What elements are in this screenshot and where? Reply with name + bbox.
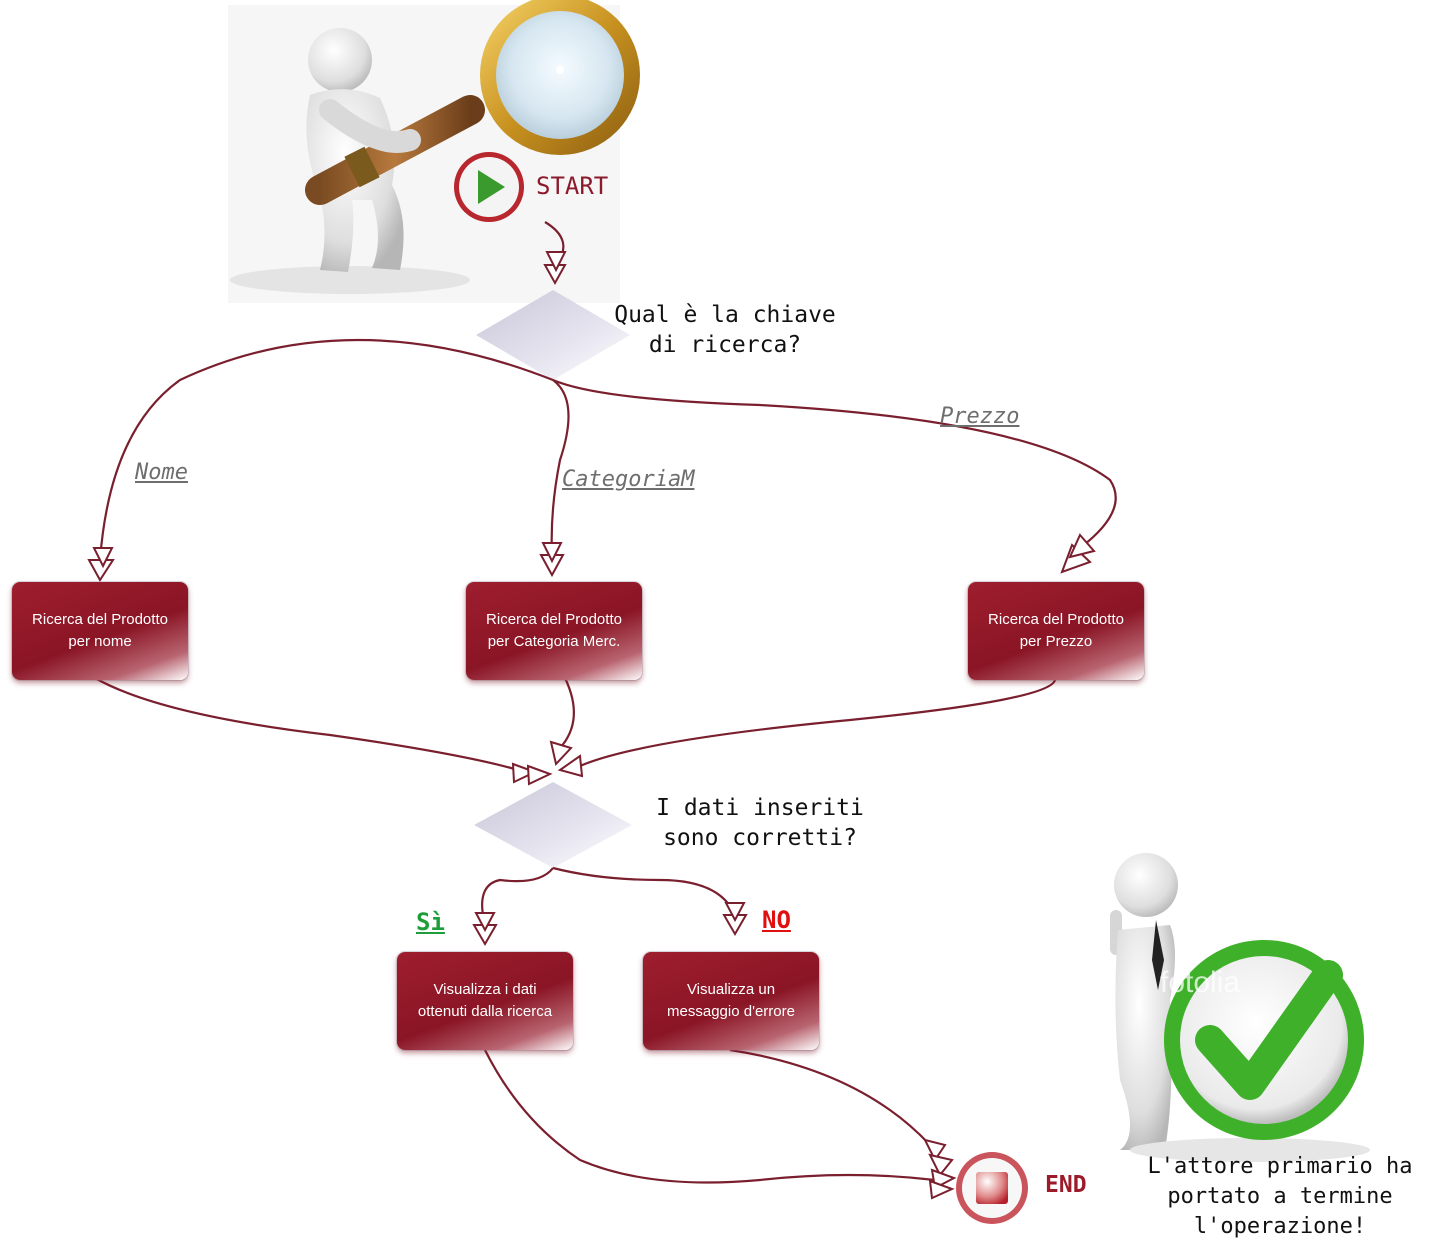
- decision-1-question: Qual è la chiave di ricerca?: [600, 300, 850, 360]
- guard-prezzo: Prezzo: [940, 404, 1020, 429]
- start-node: [454, 152, 524, 222]
- magnifier-figure-illustration: [228, 0, 640, 303]
- decision-1-question-line-2: di ricerca?: [648, 332, 802, 358]
- play-icon: [478, 170, 505, 204]
- flow-categoria-to-merge: [559, 677, 575, 749]
- flow-to-categoria: [550, 379, 570, 556]
- flow-prezzo-to-merge: [579, 679, 1057, 768]
- flow-to-prezzo: [552, 378, 1117, 549]
- guard-nome: Nome: [135, 460, 188, 485]
- answer-no: NO: [762, 906, 791, 934]
- flow-yes-to-end: [484, 1049, 936, 1184]
- start-label: START: [536, 172, 609, 200]
- action-show-results[interactable]: Visualizza i dati ottenuti dalla ricerca: [397, 952, 573, 1050]
- action-search-by-price[interactable]: Ricerca del Prodotto per Prezzo: [968, 582, 1144, 680]
- flow-to-no: [552, 866, 737, 916]
- checkmark-figure-illustration: [1110, 853, 1370, 1162]
- action-show-error[interactable]: Visualizza un messaggio d'errore: [643, 952, 819, 1050]
- flow-connectors: [94, 221, 1117, 1184]
- end-label: END: [1045, 1172, 1087, 1198]
- flow-no-to-end: [729, 1048, 931, 1146]
- guard-categoria: CategoriaM: [562, 467, 695, 492]
- decision-diamond-1: [476, 290, 630, 380]
- decision-2-question-line-2: sono corretti?: [663, 825, 857, 851]
- flow-to-yes: [481, 867, 554, 926]
- decision-2-question: I dati inseriti sono corretti?: [635, 793, 885, 853]
- caption-line-3: l'operazione!: [1193, 1214, 1367, 1239]
- stop-icon: [976, 1172, 1008, 1204]
- action-search-by-category[interactable]: Ricerca del Prodotto per Categoria Merc.: [466, 582, 642, 680]
- arrowheads: [87, 251, 1096, 1200]
- fotolia-watermark: fotolia: [1160, 966, 1241, 999]
- flow-to-nome: [98, 338, 554, 561]
- action-search-by-name[interactable]: Ricerca del Prodotto per nome: [12, 582, 188, 680]
- decision-diamond-2: [474, 782, 632, 868]
- flow-nome-to-merge: [94, 677, 526, 774]
- completion-caption: L'attore primario ha portato a termine l…: [1130, 1152, 1430, 1242]
- answer-yes: Sì: [416, 908, 445, 936]
- decision-1-question-line-1: Qual è la chiave: [614, 302, 836, 328]
- caption-line-1: L'attore primario ha: [1147, 1154, 1413, 1179]
- end-node: [956, 1152, 1028, 1224]
- decision-2-question-line-1: I dati inseriti: [656, 795, 864, 821]
- caption-line-2: portato a termine: [1167, 1184, 1393, 1209]
